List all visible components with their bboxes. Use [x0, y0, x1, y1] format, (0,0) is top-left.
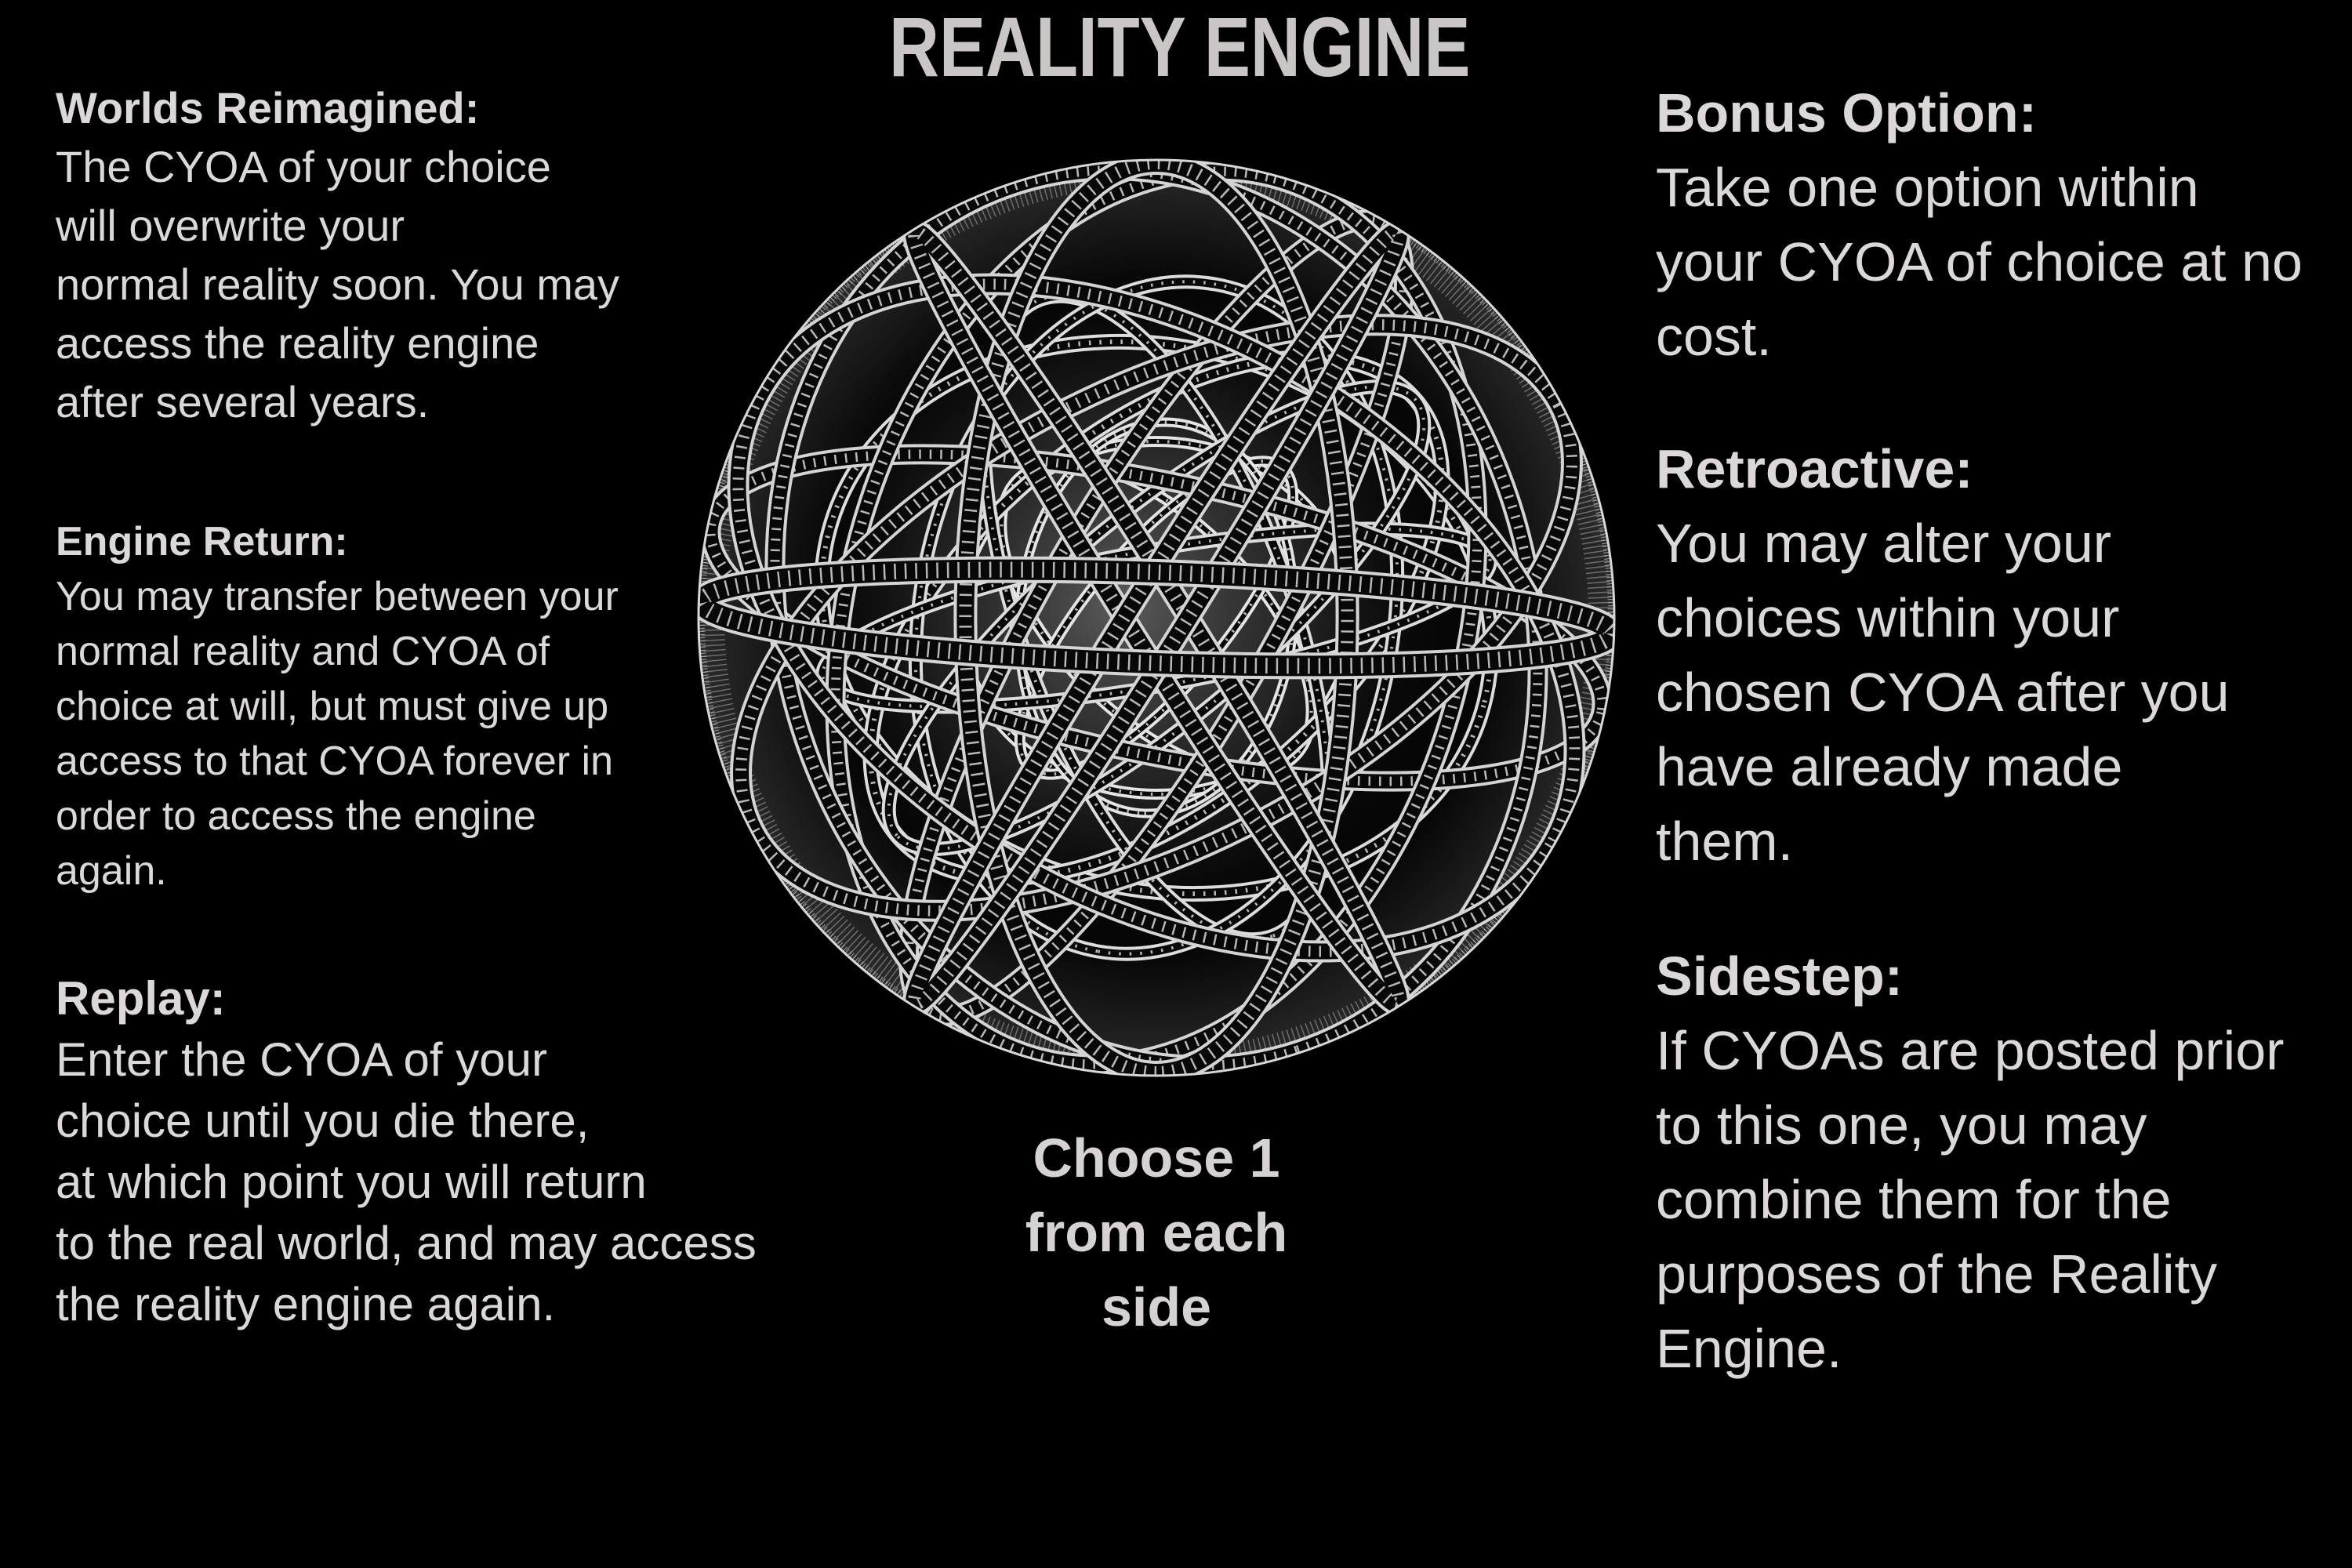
sphere-band-ticks	[706, 449, 1607, 786]
option-replay: Replay: Enter the CYOA of your choice un…	[56, 968, 757, 1335]
sphere-band-ticks	[1017, 420, 1296, 815]
sphere-band-ticks	[770, 165, 1543, 1070]
sphere-band	[764, 160, 1548, 1076]
option-description: If CYOAs are posted prior to this one, y…	[1656, 1020, 2285, 1379]
sphere-outer-layer	[699, 160, 1614, 1076]
sphere-band-ticks	[908, 225, 1405, 1011]
sphere-band-core	[828, 164, 1485, 1072]
sphere-band	[700, 444, 1613, 792]
sphere-band-ticks	[959, 160, 1354, 1076]
sphere-band	[953, 160, 1359, 1076]
option-description: The CYOA of your choice will overwrite y…	[56, 142, 620, 426]
sphere-band-ticks	[982, 294, 1330, 942]
sphere-band	[881, 379, 1432, 856]
option-heading: Engine Return:	[56, 519, 348, 564]
sphere-band-ticks	[908, 225, 1405, 1011]
sphere-band-ticks	[887, 385, 1426, 851]
armillary-sphere-illustration	[697, 158, 1616, 1077]
option-engine-return: Engine Return: You may transfer between …	[56, 514, 619, 898]
sphere-band	[699, 556, 1614, 680]
option-heading: Replay:	[56, 972, 226, 1025]
option-worlds-reimagined: Worlds Reimagined: The CYOA of your choi…	[56, 78, 619, 431]
option-bonus-option: Bonus Option: Take one option within you…	[1656, 76, 2303, 374]
option-description: You may transfer between your normal rea…	[56, 574, 619, 894]
option-description: Enter the CYOA of your choice until you …	[56, 1033, 757, 1330]
option-heading: Bonus Option:	[1656, 82, 2038, 143]
option-description: You may alter your choices within your c…	[1656, 513, 2230, 872]
sphere-band-ticks	[732, 278, 1581, 957]
choice-instruction: Choose 1 from each side	[1025, 1127, 1288, 1338]
option-heading: Sidestep:	[1656, 946, 1904, 1007]
sphere-band-ticks	[699, 561, 1614, 674]
option-heading: Worlds Reimagined:	[56, 83, 480, 132]
option-retroactive: Retroactive: You may alter your choices …	[1656, 432, 2230, 879]
sphere-band	[825, 161, 1488, 1075]
option-description: Take one option within your CYOA of choi…	[1656, 157, 2303, 367]
page-title: REALITY ENGINE	[889, 0, 1471, 94]
option-sidestep: Sidestep: If CYOAs are posted prior to t…	[1656, 939, 2284, 1386]
sphere-band	[902, 220, 1410, 1016]
sphere-band	[902, 220, 1410, 1016]
option-heading: Retroactive:	[1656, 438, 1973, 499]
sphere-outline	[697, 158, 1616, 1077]
